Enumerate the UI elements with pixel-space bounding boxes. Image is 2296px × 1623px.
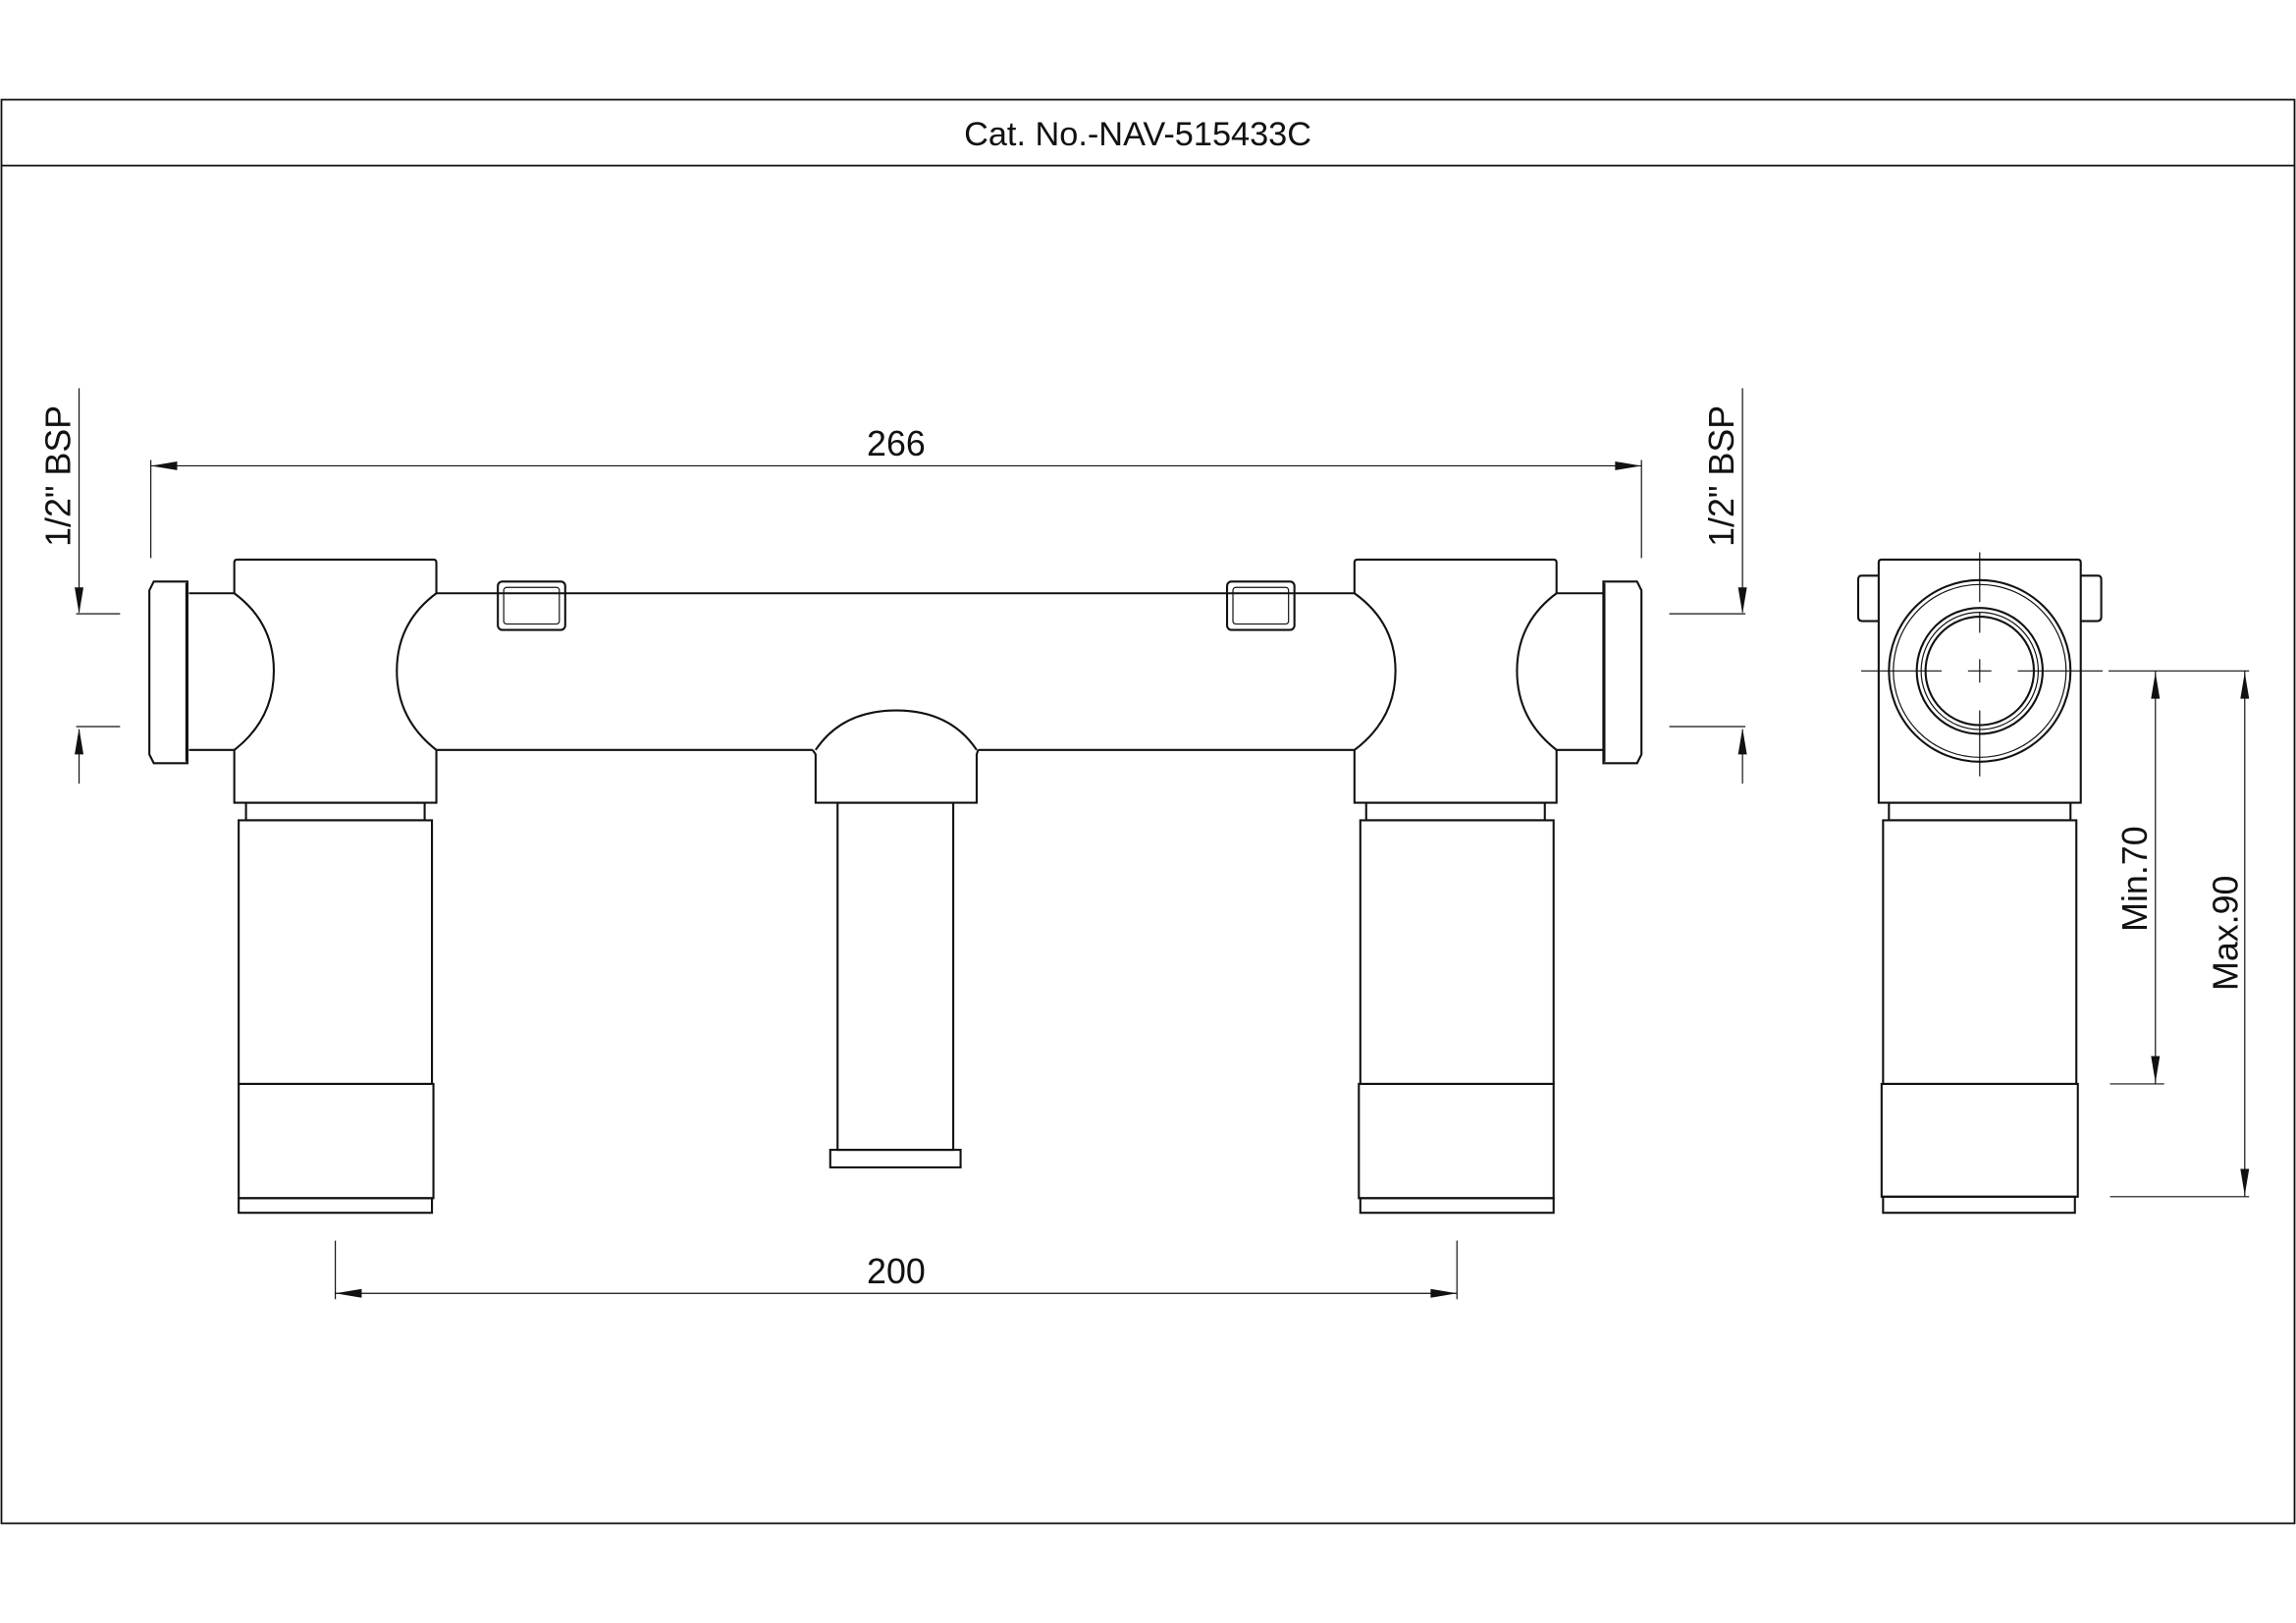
left-lug xyxy=(497,580,566,631)
right-valve-body xyxy=(1353,558,1558,804)
left-thread-label: 1/2" BSP xyxy=(39,406,79,547)
right-inlet-cap xyxy=(1602,580,1643,765)
dimension-266-label: 266 xyxy=(867,424,926,463)
spout-stem xyxy=(836,801,955,1152)
right-thread-label: 1/2" BSP xyxy=(1702,406,1741,547)
drawing-frame xyxy=(0,98,2296,1525)
dimension-200-label: 200 xyxy=(867,1252,926,1291)
spout-base xyxy=(828,1149,962,1169)
right-sleeve xyxy=(1359,819,1555,1086)
min-depth-label: Min.70 xyxy=(2115,826,2155,931)
side-body xyxy=(1877,558,2082,804)
right-lug xyxy=(1226,580,1296,631)
spout-dome xyxy=(815,709,978,751)
max-depth-label: Max.90 xyxy=(2206,876,2245,991)
dimension-266: 266 xyxy=(150,424,1642,559)
dimension-200: 200 xyxy=(335,1240,1458,1300)
left-valve-body xyxy=(233,558,438,804)
side-view xyxy=(1856,552,2104,1215)
left-thread-dimension: 1/2" BSP xyxy=(39,388,121,784)
right-thread-dimension: 1/2" BSP xyxy=(1669,388,1747,784)
left-sleeve xyxy=(238,819,434,1086)
left-inlet-cap xyxy=(148,580,188,765)
catalog-number-title: Cat. No.-NAV-515433C xyxy=(964,116,1311,153)
depth-dimensions: Min.70 Max.90 xyxy=(2109,670,2250,1198)
front-view xyxy=(148,558,1643,1215)
